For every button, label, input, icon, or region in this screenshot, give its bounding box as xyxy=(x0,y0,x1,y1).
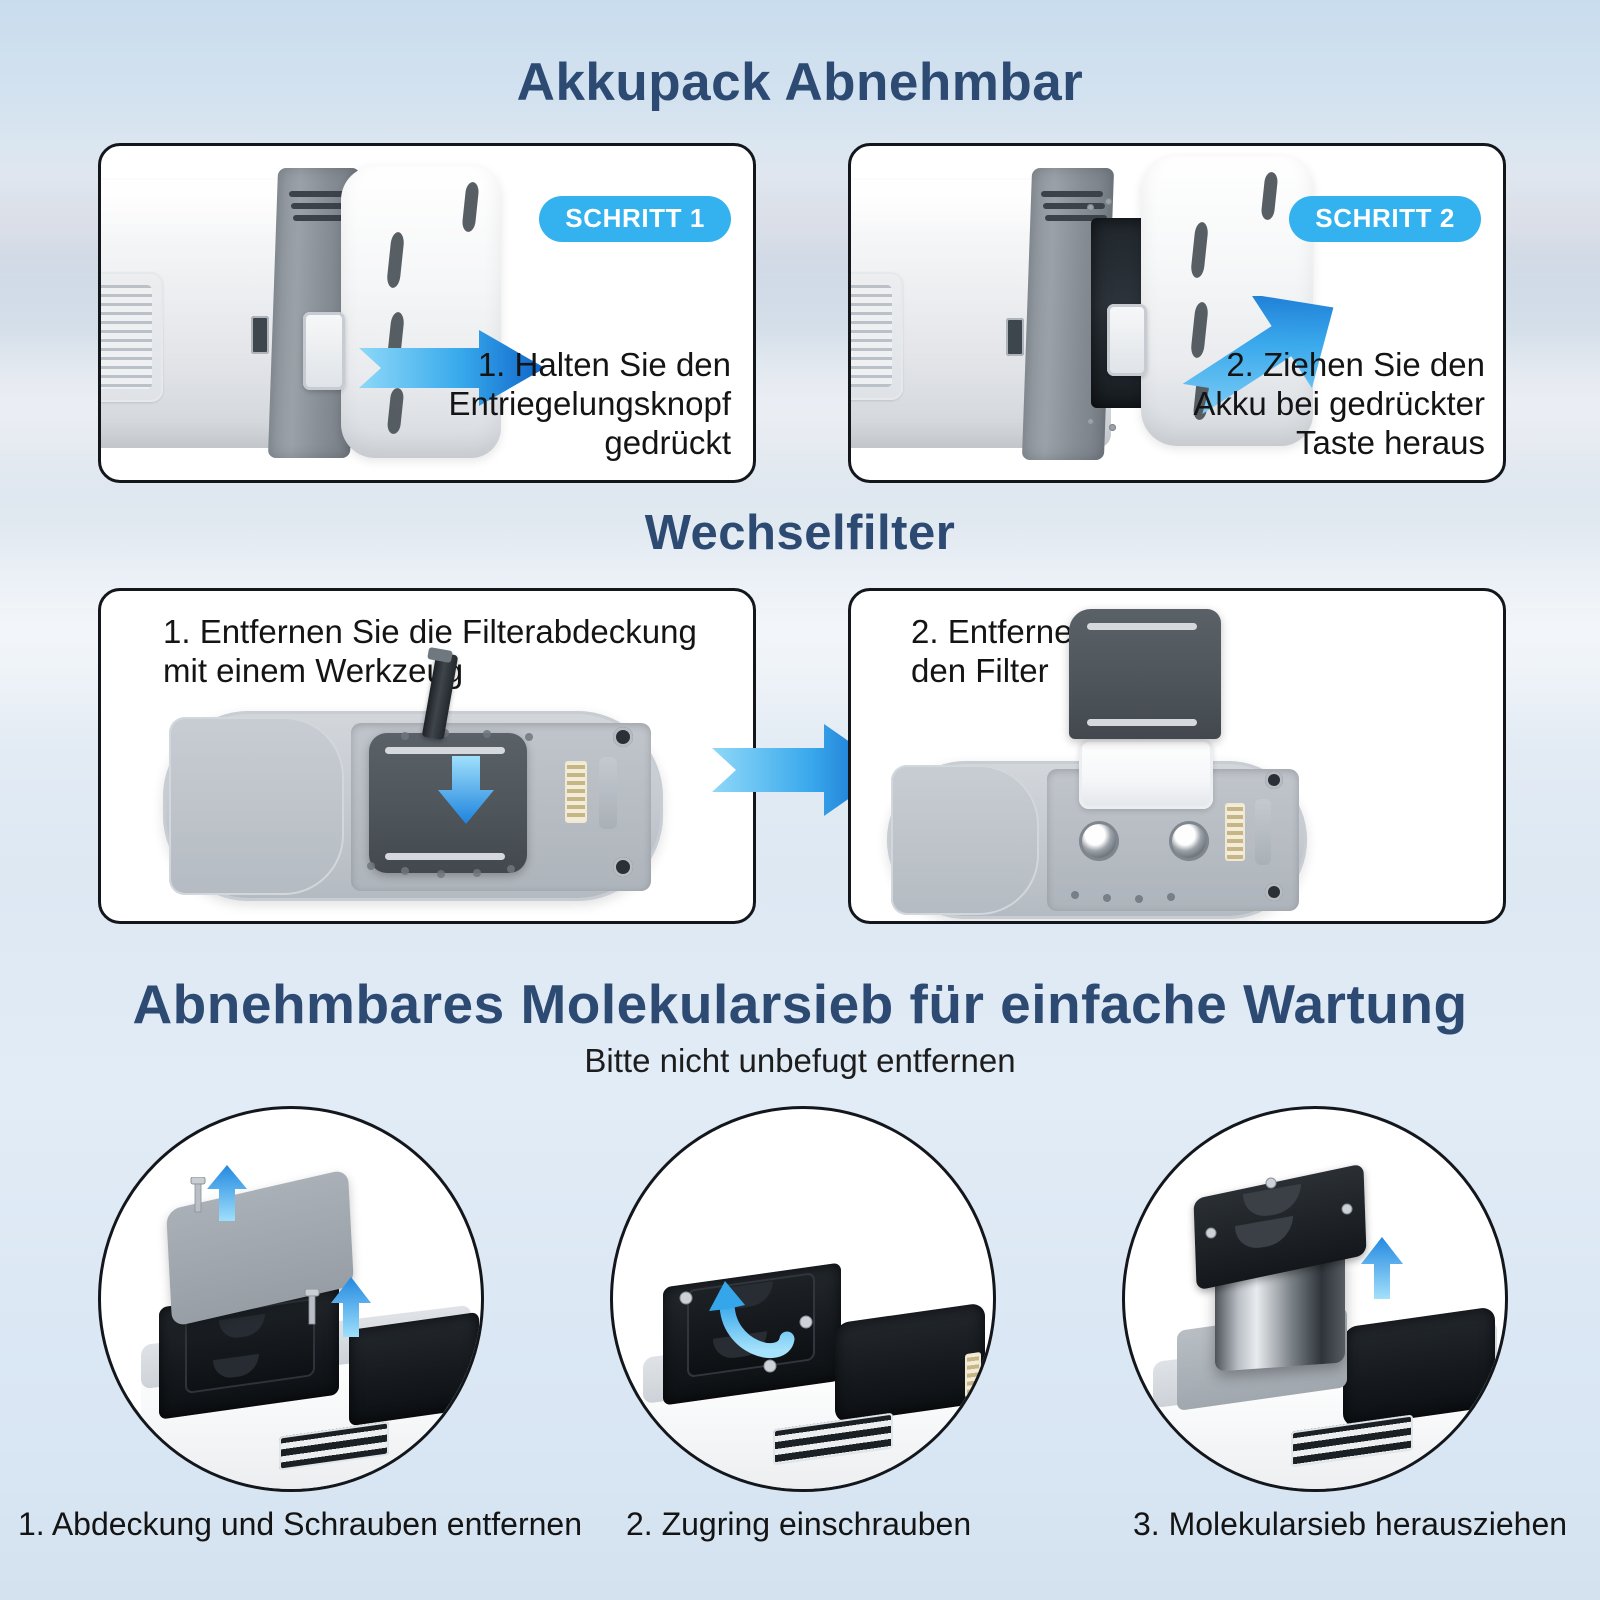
screw-icon xyxy=(799,1315,813,1329)
arrow-right-large-icon xyxy=(712,724,890,816)
instruction-battery-step-1: 1. Halten Sie den Entriegelungsknopf ged… xyxy=(448,346,731,461)
arrow-rotate-ccw-icon xyxy=(709,1281,795,1359)
screw-icon xyxy=(763,1359,777,1373)
callout-sieve-step-2 xyxy=(610,1106,996,1492)
screw-icon xyxy=(679,1291,693,1305)
caption-sieve-step-1: 1. Abdeckung und Schrauben entfernen xyxy=(18,1506,582,1542)
screw-icon xyxy=(1341,1203,1353,1215)
section-title-sieve: Abnehmbares Molekularsieb für einfache W… xyxy=(132,973,1468,1035)
instruction-battery-step-2: 2. Ziehen Sie den Akku bei gedrückter Ta… xyxy=(1193,346,1485,461)
step-badge-2: SCHRITT 2 xyxy=(1289,196,1481,242)
callout-sieve-step-1 xyxy=(98,1106,484,1492)
caption-sieve-step-3: 3. Molekularsieb herausziehen xyxy=(1133,1506,1568,1542)
arrow-up-icon xyxy=(331,1277,371,1337)
screw-icon xyxy=(304,1289,320,1325)
panel-filter-step-1: 1. Entfernen Sie die Filterabdeckung mit… xyxy=(98,588,756,924)
instruction-filter-step-2: 2. Entfernen Sie den Filter xyxy=(911,613,1148,689)
screw-icon xyxy=(190,1177,206,1213)
panel-battery-step-2: SCHRITT 2 2. Ziehen Sie den Akku bei ged… xyxy=(848,143,1506,483)
section-title-battery: Akkupack Abnehmbar xyxy=(516,53,1084,112)
caption-sieve-step-2: 2. Zugring einschrauben xyxy=(626,1506,972,1542)
section-title-filter: Wechselfilter xyxy=(644,506,956,560)
arrow-up-icon xyxy=(1361,1237,1403,1299)
step-badge-1: SCHRITT 1 xyxy=(539,196,731,242)
callout-sieve-step-3 xyxy=(1122,1106,1508,1492)
arrow-right-up-diagonal-icon xyxy=(1182,296,1334,415)
panel-battery-step-1: SCHRITT 1 1. Halten Sie den Entriegelung… xyxy=(98,143,756,483)
panel-filter-step-2: 2. Entfernen Sie den Filter xyxy=(848,588,1506,924)
arrow-up-icon xyxy=(207,1165,247,1221)
screw-icon xyxy=(1205,1227,1217,1239)
section-subtitle-sieve: Bitte nicht unbefugt entfernen xyxy=(584,1042,1016,1079)
arrow-down-short-icon xyxy=(438,756,494,824)
arrow-right-horizontal-icon xyxy=(359,330,545,406)
instruction-filter-step-1: 1. Entfernen Sie die Filterabdeckung mit… xyxy=(163,613,697,689)
screw-icon xyxy=(1265,1177,1277,1189)
